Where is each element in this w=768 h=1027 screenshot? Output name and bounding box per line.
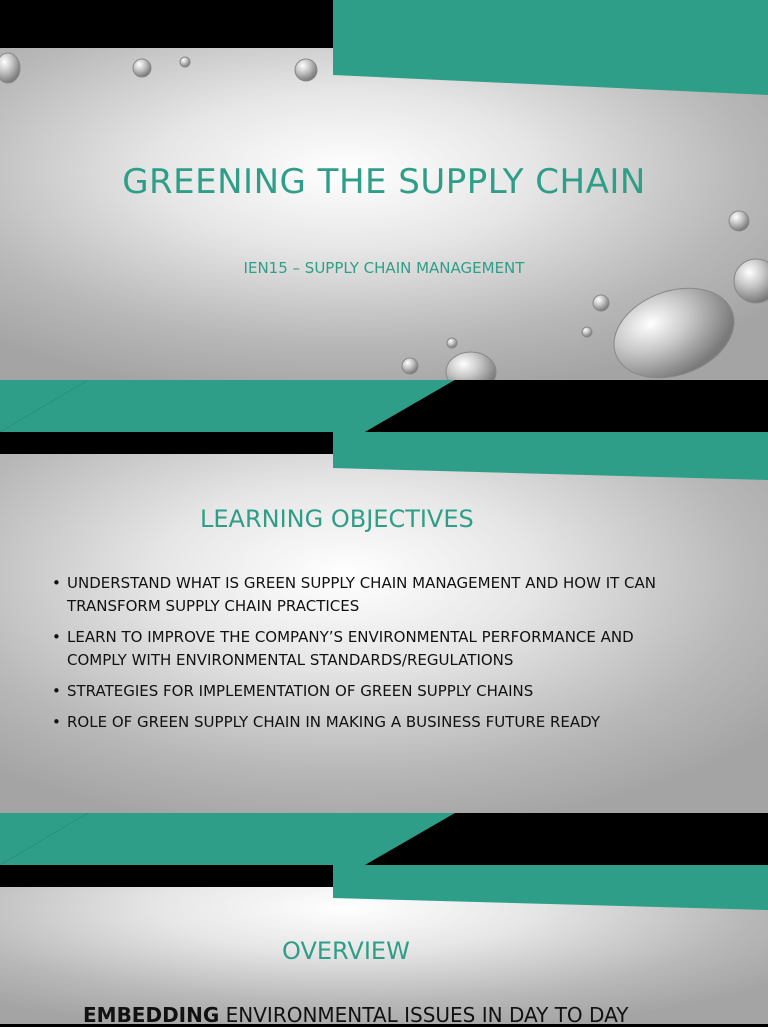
list-item: • UNDERSTAND WHAT IS GREEN SUPPLY CHAIN … — [50, 572, 730, 618]
overview-body-rest: ENVIRONMENTAL ISSUES IN DAY TO DAY — [219, 1003, 629, 1027]
list-item: • LEARN TO IMPROVE THE COMPANY’S ENVIRON… — [50, 626, 730, 672]
slide-header-band — [0, 813, 768, 910]
slide-learning-objectives: LEARNING OBJECTIVES • UNDERSTAND WHAT IS… — [0, 380, 768, 813]
slide-subtitle-text: IEN15 – SUPPLY CHAIN MANAGEMENT — [243, 259, 525, 277]
list-item-line: TRANSFORM SUPPLY CHAIN PRACTICES — [67, 597, 360, 615]
list-item-line: ROLE OF GREEN SUPPLY CHAIN IN MAKING A B… — [67, 713, 601, 731]
list-item-line: LEARN TO IMPROVE THE COMPANY’S ENVIRONME… — [67, 628, 634, 646]
water-droplets-decoration — [0, 52, 768, 380]
list-item: • ROLE OF GREEN SUPPLY CHAIN IN MAKING A… — [50, 711, 730, 734]
bullet-icon: • — [52, 628, 61, 646]
bullet-icon: • — [52, 574, 61, 592]
list-item-line: STRATEGIES FOR IMPLEMENTATION OF GREEN S… — [67, 682, 534, 700]
slide-header-band — [0, 380, 768, 480]
slide-header-band — [0, 0, 768, 95]
slide-overview: OVERVIEW — [0, 813, 768, 1024]
overview-body-bold: EMBEDDING — [83, 1003, 220, 1027]
slide-title-text: GREENING THE SUPPLY CHAIN — [122, 162, 646, 202]
slide-heading: LEARNING OBJECTIVES — [200, 505, 474, 533]
bullet-icon: • — [52, 713, 61, 731]
slide-title: GREENING THE SUPPLY CHAIN IEN15 – SUPPLY… — [0, 0, 768, 380]
overview-body-text: EMBEDDING ENVIRONMENTAL ISSUES IN DAY TO… — [83, 1003, 628, 1027]
list-item-line: UNDERSTAND WHAT IS GREEN SUPPLY CHAIN MA… — [67, 574, 657, 592]
objectives-list: • UNDERSTAND WHAT IS GREEN SUPPLY CHAIN … — [50, 572, 730, 742]
list-item: • STRATEGIES FOR IMPLEMENTATION OF GREEN… — [50, 680, 730, 703]
bullet-icon: • — [52, 682, 61, 700]
list-item-line: COMPLY WITH ENVIRONMENTAL STANDARDS/REGU… — [67, 651, 514, 669]
slide-heading: OVERVIEW — [282, 937, 410, 965]
